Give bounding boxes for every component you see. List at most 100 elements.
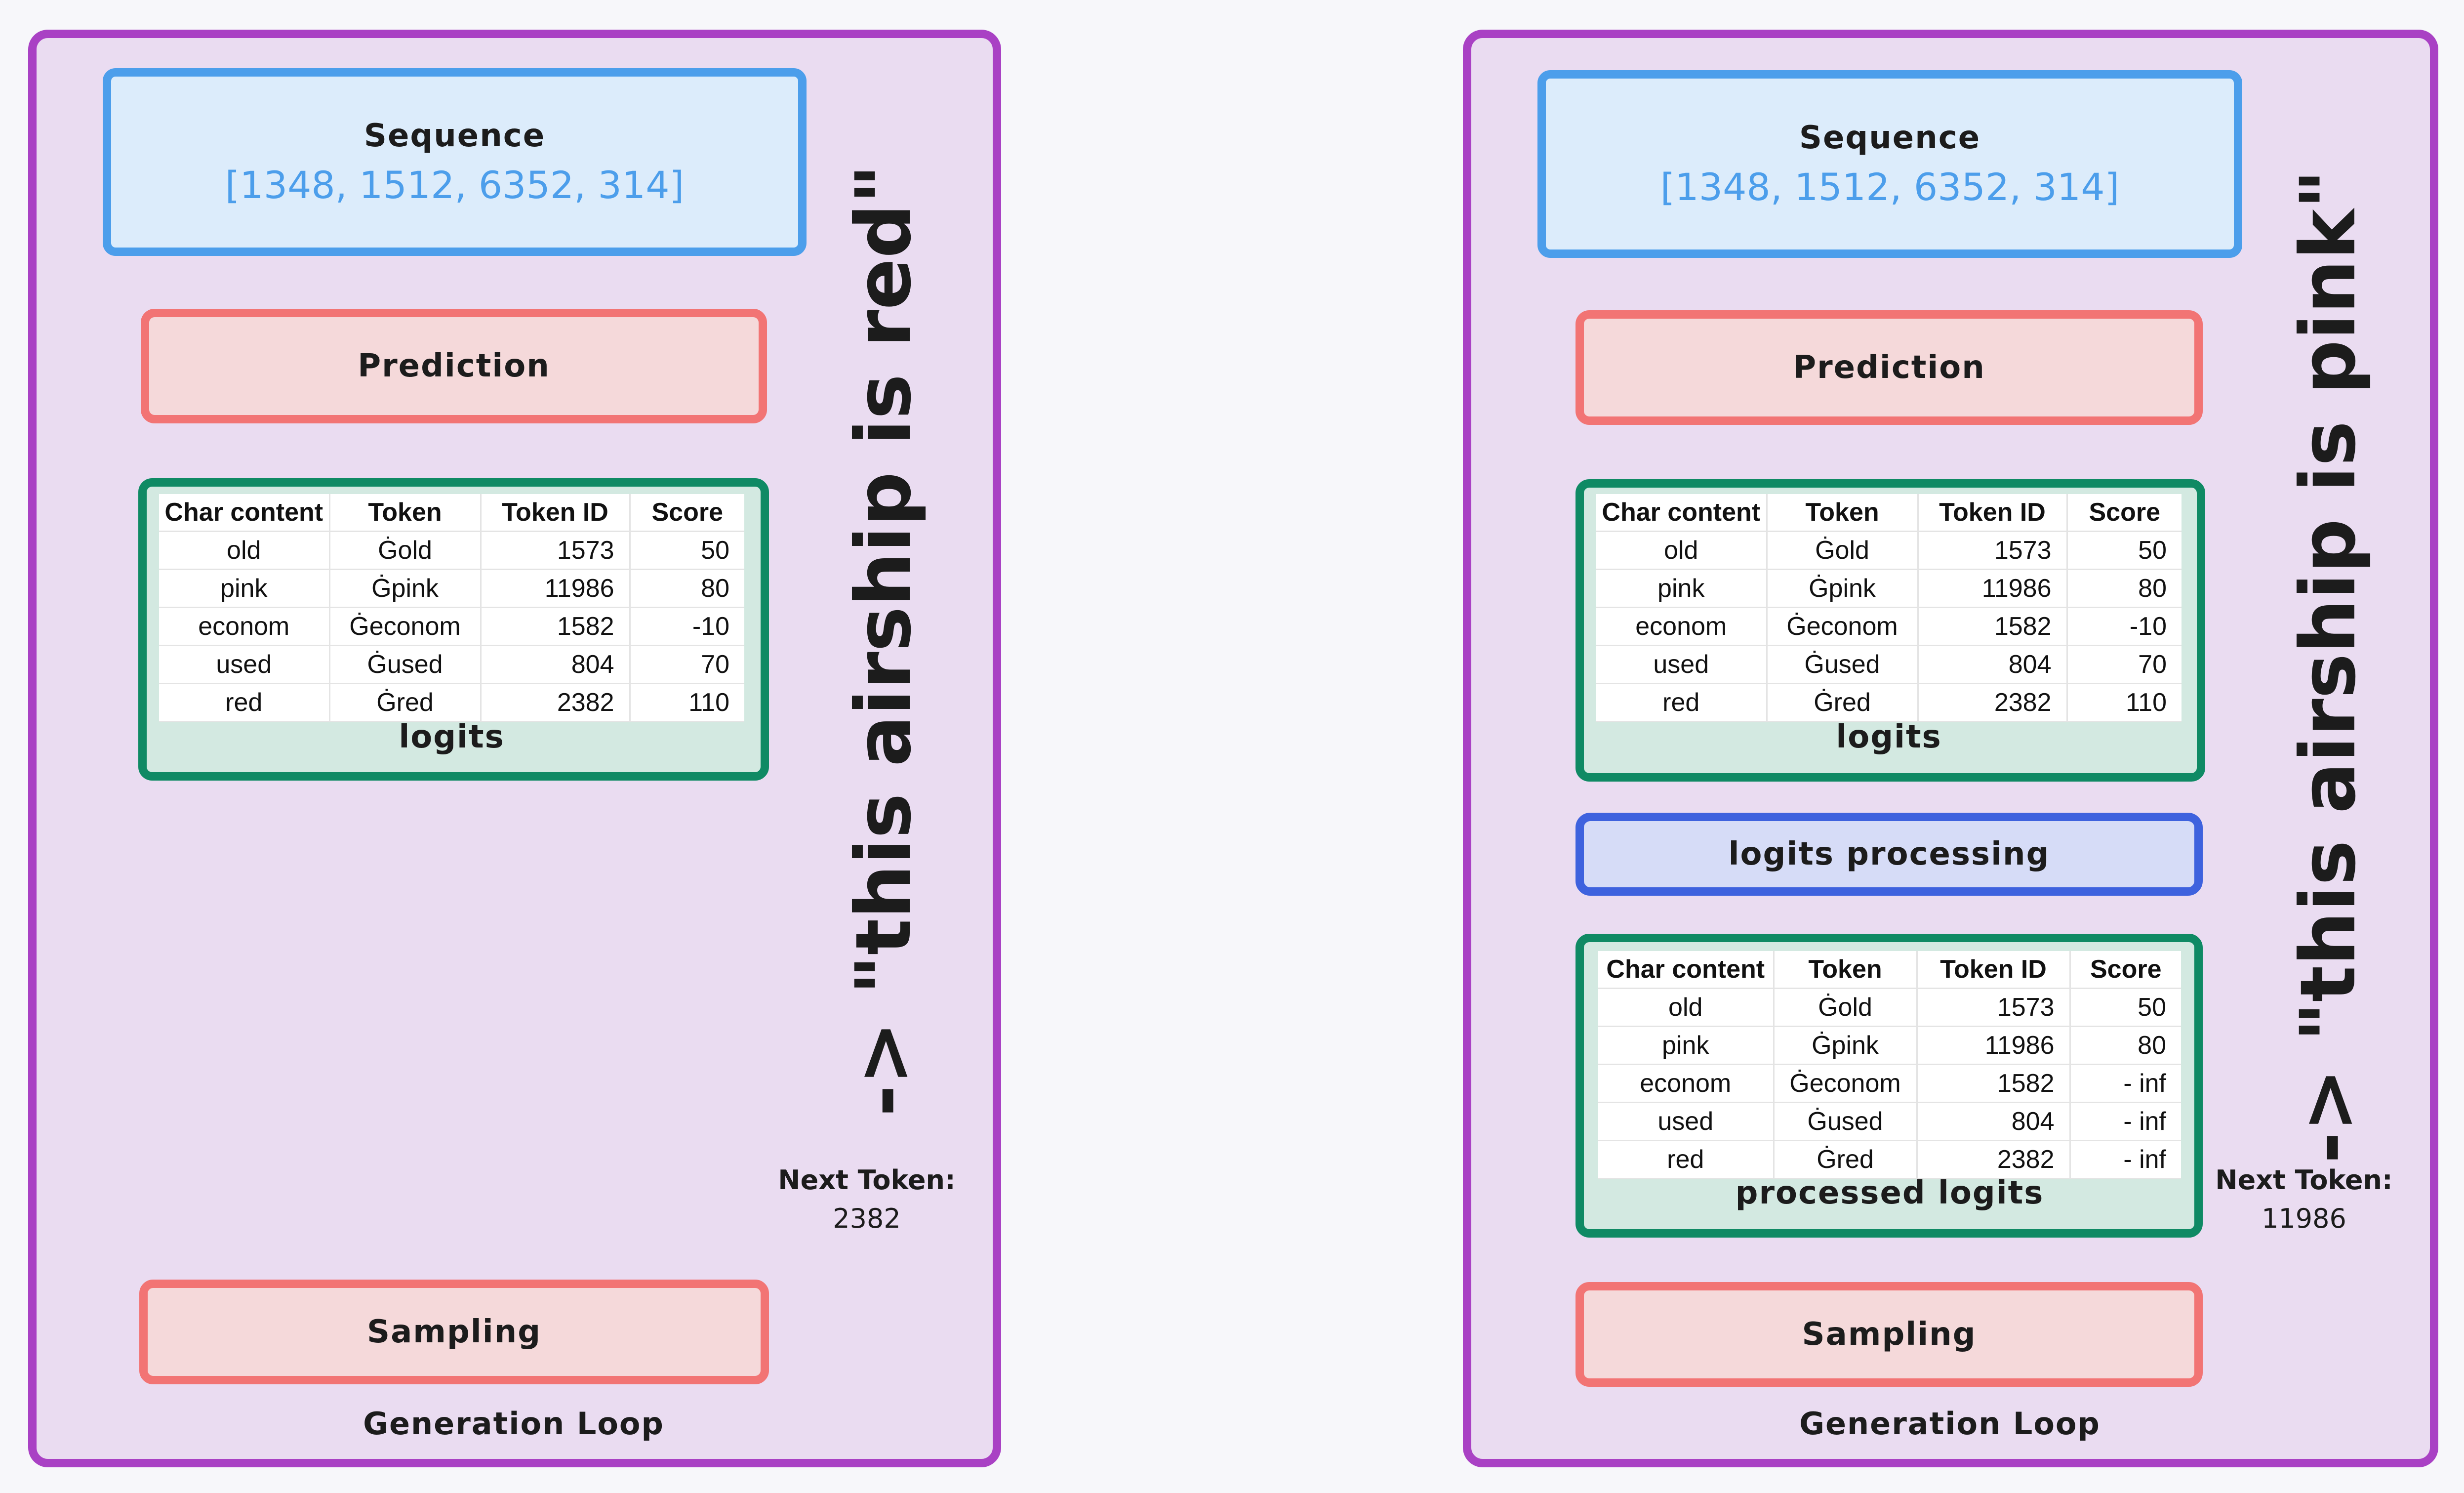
cell-token-id: 2382	[1917, 1140, 2071, 1179]
sequence-box: Sequence [1348, 1512, 6352, 314]	[103, 68, 807, 256]
cell-score: -10	[630, 607, 744, 646]
generation-loop-label: Generation Loop	[363, 1406, 664, 1442]
generation-loop-label: Generation Loop	[1799, 1406, 2100, 1442]
sequence-title: Sequence	[364, 117, 546, 154]
cell-score: - inf	[2070, 1140, 2181, 1179]
cell-token: Ġpink	[1767, 569, 1919, 608]
cell-char: econom	[1598, 1064, 1775, 1103]
cell-token: Ġeconom	[1774, 1064, 1918, 1103]
next-token-value: 2382	[833, 1203, 901, 1234]
sequence-value: [1348, 1512, 6352, 314]	[225, 163, 685, 207]
cell-token: Ġred	[1774, 1140, 1918, 1179]
sequence-value: [1348, 1512, 6352, 314]	[1660, 165, 2120, 209]
cell-token: Ġeconom	[329, 607, 482, 646]
cell-token-id: 1573	[1917, 988, 2071, 1027]
cell-token-id: 11986	[1918, 569, 2068, 608]
sampling-box: Sampling	[139, 1280, 769, 1384]
sequence-box: Sequence [1348, 1512, 6352, 314]	[1537, 70, 2242, 258]
column-header: Char content	[159, 494, 330, 532]
cell-char: used	[1596, 645, 1768, 684]
cell-token-id: 1573	[1918, 531, 2068, 570]
cell-score: 50	[2070, 988, 2181, 1027]
sampling-label: Sampling	[366, 1314, 542, 1350]
cell-token: Ġold	[329, 531, 482, 570]
column-header: Score	[2070, 951, 2181, 989]
table-header-row: Char content Token Token ID Score	[1598, 951, 2181, 989]
cell-token-id: 1573	[481, 531, 631, 570]
column-header: Token ID	[1917, 951, 2071, 989]
cell-char: old	[1596, 531, 1768, 570]
cell-score: -10	[2067, 607, 2181, 646]
cell-score: 110	[630, 683, 744, 722]
result-sentence: -> "this airship is red"	[840, 164, 928, 1117]
column-header: Token ID	[1918, 494, 2068, 532]
sampling-box: Sampling	[1575, 1282, 2203, 1387]
cell-char: used	[1598, 1102, 1775, 1141]
result-sentence: -> "this airship is pink"	[2284, 169, 2373, 1163]
column-header: Token	[329, 494, 482, 532]
cell-token-id: 804	[481, 645, 631, 684]
cell-score: 50	[630, 531, 744, 570]
cell-token-id: 2382	[481, 683, 631, 722]
cell-score: 80	[630, 569, 744, 608]
cell-token: Ġused	[329, 645, 482, 684]
cell-char: red	[159, 683, 330, 722]
cell-char: econom	[1596, 607, 1768, 646]
cell-token: Ġold	[1774, 988, 1918, 1027]
cell-char: red	[1598, 1140, 1775, 1179]
cell-char: pink	[1598, 1026, 1775, 1065]
processed-logits-label: processed logits	[1735, 1175, 2044, 1211]
cell-score: 80	[2067, 569, 2181, 608]
cell-token-id: 11986	[1917, 1026, 2071, 1065]
next-token-label: Next Token: 2382	[761, 1161, 973, 1238]
cell-token-id: 1582	[1918, 607, 2068, 646]
cell-token: Ġused	[1774, 1102, 1918, 1141]
column-header: Token	[1767, 494, 1919, 532]
cell-token-id: 1582	[1917, 1064, 2071, 1103]
cell-score: - inf	[2070, 1064, 2181, 1103]
cell-token: Ġred	[1767, 683, 1919, 722]
cell-token: Ġeconom	[1767, 607, 1919, 646]
next-token-value: 11986	[2262, 1203, 2346, 1234]
next-token-caption: Next Token:	[2215, 1164, 2393, 1196]
cell-token-id: 11986	[481, 569, 631, 608]
cell-token: Ġpink	[1774, 1026, 1918, 1065]
cell-token: Ġpink	[329, 569, 482, 608]
cell-score: 50	[2067, 531, 2181, 570]
cell-token-id: 1582	[481, 607, 631, 646]
cell-token: Ġused	[1767, 645, 1919, 684]
logits-label: logits	[1836, 719, 1942, 755]
logits-processing-label: logits processing	[1728, 836, 2050, 872]
cell-char: econom	[159, 607, 330, 646]
logits-processing-box: logits processing	[1575, 813, 2203, 896]
table-header-row: Char content Token Token ID Score	[159, 494, 744, 532]
cell-score: 110	[2067, 683, 2181, 722]
cell-score: - inf	[2070, 1102, 2181, 1141]
column-header: Token	[1774, 951, 1918, 989]
cell-token-id: 804	[1917, 1102, 2071, 1141]
cell-score: 80	[2070, 1026, 2181, 1065]
next-token-caption: Next Token:	[778, 1164, 956, 1196]
cell-char: pink	[159, 569, 330, 608]
cell-char: pink	[1596, 569, 1768, 608]
cell-char: old	[159, 531, 330, 570]
table-header-row: Char content Token Token ID Score	[1596, 494, 2181, 532]
column-header: Score	[630, 494, 744, 532]
cell-token-id: 2382	[1918, 683, 2068, 722]
column-header: Token ID	[481, 494, 631, 532]
